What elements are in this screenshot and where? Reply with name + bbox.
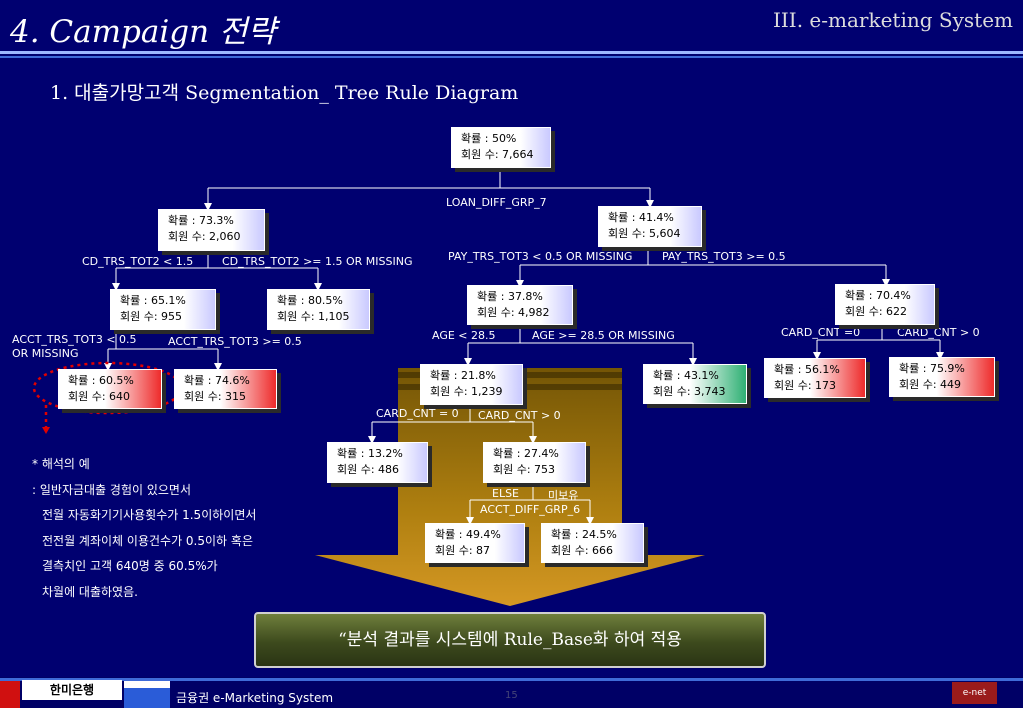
node-members: 회원 수: 1,105	[277, 310, 350, 323]
interpretation-line: 차월에 대출하였음.	[42, 584, 138, 599]
tree-node-n2112: 확률 : 27.4% 회원 수: 753	[483, 442, 586, 483]
node-probability: 확률 : 56.1%	[774, 363, 840, 376]
node-probability: 확률 : 24.5%	[551, 528, 617, 541]
node-probability: 확률 : 43.1%	[653, 369, 719, 382]
conclusion-banner: “분석 결과를 시스템에 Rule_Base화 하여 적용	[254, 612, 766, 668]
split-label-acct-left: ACCT_TRS_TOT3 < 0.5	[12, 333, 137, 346]
split-label-card-mid-left: CARD_CNT = 0	[376, 407, 459, 420]
node-members: 회원 수: 4,982	[477, 306, 550, 319]
node-members: 회원 수: 753	[493, 463, 556, 476]
node-members: 회원 수: 87	[435, 544, 491, 557]
tree-node-n2: 확률 : 41.4% 회원 수: 5,604	[598, 206, 702, 247]
brand-logo: e-net	[952, 682, 997, 704]
node-members: 회원 수: 5,604	[608, 227, 681, 240]
node-probability: 확률 : 37.8%	[477, 290, 543, 303]
split-label-loan: LOAN_DIFF_GRP_7	[446, 196, 547, 209]
footer-color-block	[0, 681, 20, 708]
split-label-unowned: 미보유	[548, 489, 579, 502]
footer-bar	[0, 677, 1023, 708]
tree-node-n11: 확률 : 65.1% 회원 수: 955	[110, 289, 216, 330]
page-number: 15	[505, 690, 518, 701]
tree-node-n21121: 확률 : 49.4% 회원 수: 87	[425, 523, 525, 563]
node-members: 회원 수: 666	[551, 544, 614, 557]
split-label-pay-left: PAY_TRS_TOT3 < 0.5 OR MISSING	[448, 250, 633, 263]
header-divider-secondary	[0, 56, 1023, 58]
tree-node-n211: 확률 : 21.8% 회원 수: 1,239	[420, 364, 523, 405]
split-label-cd-right: CD_TRS_TOT2 >= 1.5 OR MISSING	[222, 255, 413, 268]
node-probability: 확률 : 60.5%	[68, 374, 134, 387]
tree-node-n21122: 확률 : 24.5% 회원 수: 666	[541, 523, 644, 563]
node-members: 회원 수: 173	[774, 379, 837, 392]
footer-divider	[0, 678, 1023, 681]
split-label-card-mid-right: CARD_CNT > 0	[478, 409, 561, 422]
tree-node-n212: 확률 : 43.1% 회원 수: 3,743	[643, 364, 747, 404]
node-probability: 확률 : 70.4%	[845, 289, 911, 302]
node-members: 회원 수: 315	[184, 390, 247, 403]
node-members: 회원 수: 2,060	[168, 230, 241, 243]
node-probability: 확률 : 21.8%	[430, 369, 496, 382]
interpretation-line: : 일반자금대출 경험이 있으면서	[32, 482, 192, 497]
node-probability: 확률 : 13.2%	[337, 447, 403, 460]
section-title: III. e-marketing System	[773, 8, 1013, 32]
node-members: 회원 수: 955	[120, 310, 183, 323]
split-label-pay-right: PAY_TRS_TOT3 >= 0.5	[662, 250, 786, 263]
tree-node-n21: 확률 : 37.8% 회원 수: 4,982	[467, 285, 573, 325]
split-label-card-right-left: CARD_CNT =0	[781, 326, 861, 339]
node-members: 회원 수: 622	[845, 305, 908, 318]
node-probability: 확률 : 73.3%	[168, 214, 234, 227]
split-label-card-right-right: CARD_CNT > 0	[897, 326, 980, 339]
node-members: 회원 수: 1,239	[430, 385, 503, 398]
footer-color-block	[124, 681, 170, 688]
interpretation-note: * 해석의 예 : 일반자금대출 경험이 있으면서 전월 자동화기기사용횟수가 …	[32, 452, 256, 605]
tree-node-n1: 확률 : 73.3% 회원 수: 2,060	[158, 209, 265, 251]
page-title: 4. Campaign 전략	[10, 14, 276, 50]
split-label-else: ELSE	[492, 487, 520, 500]
header-divider	[0, 51, 1023, 54]
tree-node-n222: 확률 : 75.9% 회원 수: 449	[889, 357, 995, 397]
node-members: 회원 수: 640	[68, 390, 131, 403]
node-probability: 확률 : 75.9%	[899, 362, 965, 375]
node-probability: 확률 : 65.1%	[120, 294, 186, 307]
footer-title: 금융권 e-Marketing System	[176, 691, 334, 705]
split-label-age-right: AGE >= 28.5 OR MISSING	[532, 329, 675, 342]
tree-node-n12: 확률 : 80.5% 회원 수: 1,105	[267, 289, 370, 330]
node-probability: 확률 : 74.6%	[184, 374, 250, 387]
tree-node-n111: 확률 : 60.5% 회원 수: 640	[58, 369, 162, 409]
split-label-cd-left: CD_TRS_TOT2 < 1.5	[82, 255, 194, 268]
node-members: 회원 수: 486	[337, 463, 400, 476]
tree-node-n112: 확률 : 74.6% 회원 수: 315	[174, 369, 277, 409]
interpretation-line: 결측치인 고객 640명 중 60.5%가	[42, 559, 218, 573]
split-label-acct-left-missing: OR MISSING	[12, 347, 79, 360]
split-label-acct-diff: ACCT_DIFF_GRP_6	[480, 503, 581, 516]
node-members: 회원 수: 7,664	[461, 148, 534, 161]
node-members: 회원 수: 449	[899, 378, 962, 391]
node-members: 회원 수: 3,743	[653, 385, 726, 398]
tree-node-n22: 확률 : 70.4% 회원 수: 622	[835, 284, 935, 325]
interpretation-line: 전월 자동화기기사용횟수가 1.5이하이면서	[42, 508, 257, 522]
node-probability: 확률 : 41.4%	[608, 211, 674, 224]
bank-logo: 한미은행	[22, 680, 122, 700]
split-label-acct-right: ACCT_TRS_TOT3 >= 0.5	[168, 335, 302, 348]
node-probability: 확률 : 50%	[461, 132, 517, 145]
interpretation-line: 전전월 계좌이체 이용건수가 0.5이하 혹은	[42, 533, 253, 548]
node-probability: 확률 : 27.4%	[493, 447, 559, 460]
tree-node-n2111: 확률 : 13.2% 회원 수: 486	[327, 442, 428, 483]
tree-node-n221: 확률 : 56.1% 회원 수: 173	[764, 358, 866, 398]
interpretation-line: * 해석의 예	[32, 457, 90, 471]
tree-node-root: 확률 : 50% 회원 수: 7,664	[451, 127, 551, 168]
node-probability: 확률 : 49.4%	[435, 528, 501, 541]
node-probability: 확률 : 80.5%	[277, 294, 343, 307]
diagram-subtitle: 1. 대출가망고객 Segmentation_ Tree Rule Diagra…	[50, 82, 519, 104]
split-label-age-left: AGE < 28.5	[432, 329, 496, 342]
